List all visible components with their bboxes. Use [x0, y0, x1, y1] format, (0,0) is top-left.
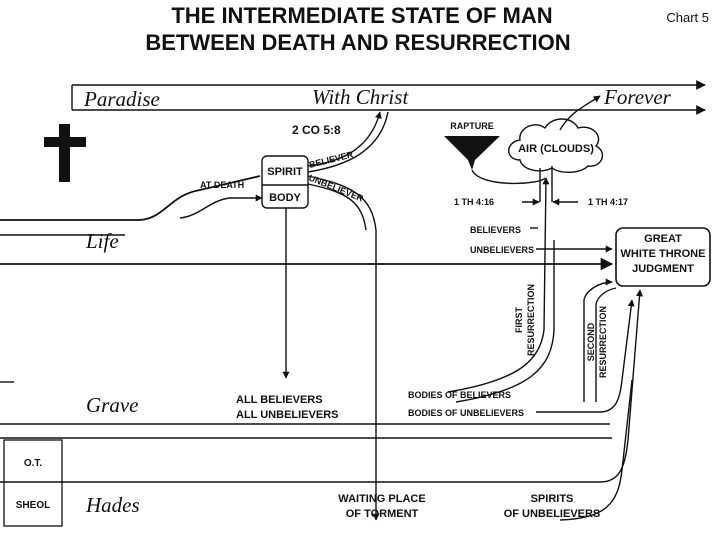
hades-to-judgment-arrow: [0, 289, 643, 483]
rapture-label: RAPTURE: [450, 121, 494, 131]
believer-arrow-outer: [307, 111, 389, 173]
unbeliever-path-inner: [307, 183, 367, 231]
grave-label: Grave: [86, 393, 138, 417]
diagram-title-line1: THE INTERMEDIATE STATE OF MAN: [171, 3, 552, 28]
chart-number: Chart 5: [666, 10, 709, 25]
bodies-of-believers-label: BODIES OF BELIEVERS: [408, 390, 511, 400]
spirits-arrow: [559, 379, 633, 521]
second-resurrection-outer: [595, 287, 617, 402]
unbeliever-label: UNBELIEVER: [307, 173, 365, 204]
spirit-label: SPIRIT: [267, 166, 303, 178]
unbeliever-path: [307, 175, 380, 521]
at-death-arrow: [179, 194, 263, 219]
waiting-place-label: WAITING PLACE: [338, 493, 425, 505]
forever-label: Forever: [603, 85, 672, 109]
life-label: Life: [85, 229, 119, 253]
sheol-box: [3, 439, 63, 527]
ot-label: O.T.: [24, 458, 43, 469]
body-label: BODY: [269, 192, 301, 204]
air-clouds-label: AIR (CLOUDS): [518, 143, 594, 155]
second-label: SECOND: [586, 322, 596, 361]
spirit-body-box: [261, 155, 309, 209]
spirits-label: SPIRITS: [531, 493, 574, 505]
all-believers-label: ALL BELIEVERS: [236, 394, 323, 406]
co-label: 2 CO 5:8: [292, 123, 341, 137]
paradise-label: Paradise: [83, 87, 160, 111]
gwt-line2: WHITE THRONE: [621, 248, 706, 260]
bodies-unbelievers-line: [536, 299, 635, 413]
sheol-label: SHEOL: [16, 500, 50, 511]
believer-arrow: [307, 111, 382, 167]
at-death-label: AT DEATH: [200, 180, 244, 190]
rapture-funnel-icon: [444, 136, 500, 170]
cross-icon: [44, 124, 86, 182]
gwt-line3: JUDGMENT: [632, 263, 694, 275]
rapture-loop: [471, 169, 546, 185]
th417-label: 1 TH 4:17: [588, 197, 628, 207]
hades-label: Hades: [85, 493, 140, 517]
th416-label: 1 TH 4:16: [454, 197, 494, 207]
first-resurrection-label: RESURRECTION: [526, 284, 536, 356]
gwt-line1: GREAT: [644, 233, 682, 245]
life-rise-line: [0, 175, 261, 221]
believers-label: BELIEVERS: [470, 225, 521, 235]
first-resurrection-arrow: [447, 177, 550, 393]
diagram-title-line2: BETWEEN DEATH AND RESURRECTION: [145, 30, 570, 55]
cloud-to-christ-arrow: [559, 95, 601, 131]
unbelievers-label: UNBELIEVERS: [470, 245, 534, 255]
second-resurrection-arrow: [583, 278, 613, 402]
all-unbelievers-label: ALL UNBELIEVERS: [236, 409, 338, 421]
second-resurrection-label: RESURRECTION: [598, 306, 608, 378]
great-white-throne-box: [615, 227, 711, 287]
with-christ-label: With Christ: [312, 85, 409, 109]
first-resurrection-outer: [455, 240, 555, 403]
bodies-of-unbelievers-label: BODIES OF UNBELIEVERS: [408, 408, 524, 418]
cloud-icon: [508, 118, 604, 173]
of-torment-label: OF TORMENT: [346, 508, 419, 520]
of-unbelievers-label: OF UNBELIEVERS: [504, 508, 601, 520]
first-label: FIRST: [514, 306, 524, 333]
